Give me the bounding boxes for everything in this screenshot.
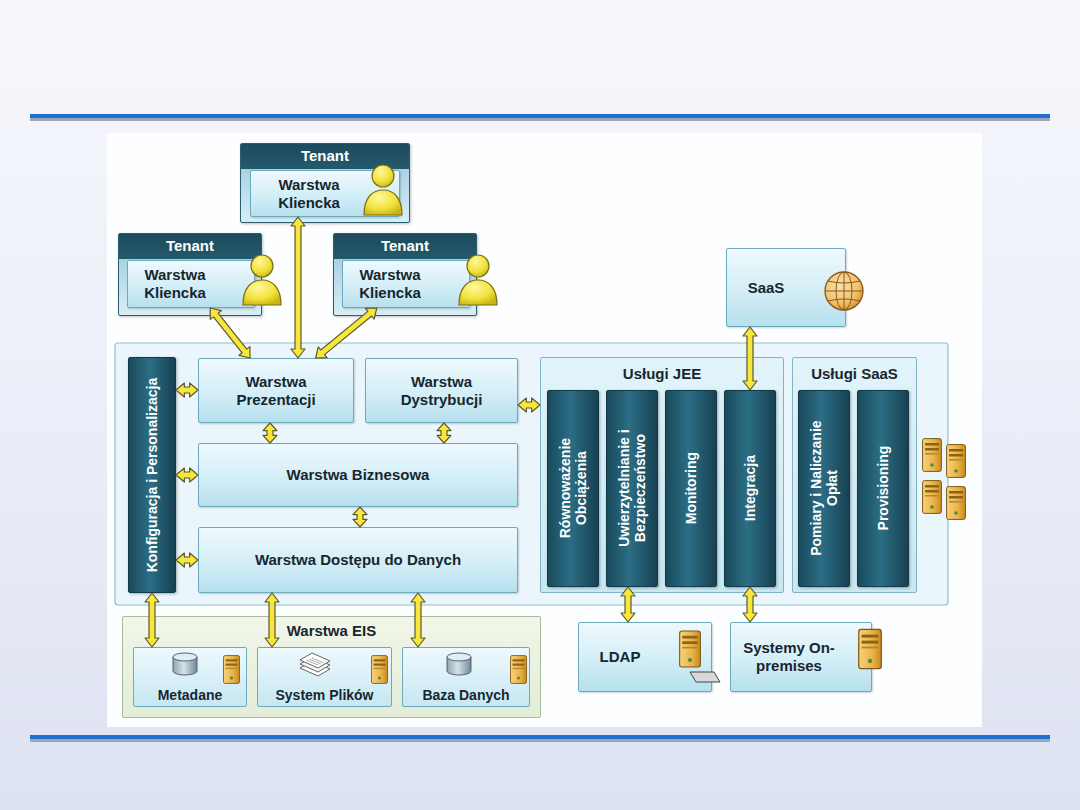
tenant-box: TenantWarstwa Kliencka — [333, 233, 477, 316]
node-label: Tenant — [119, 234, 261, 258]
node-label: Provisioning — [875, 407, 891, 570]
server-icon — [923, 481, 942, 514]
external-system-box: Systemy On-premises — [730, 622, 872, 692]
client-layer-box: Warstwa Kliencka — [250, 170, 400, 217]
client-layer-box: Warstwa Kliencka — [342, 260, 470, 308]
node-label: Tenant — [334, 234, 476, 258]
node-label: LDAP — [600, 648, 641, 666]
storage-box: Metadane — [133, 647, 247, 707]
node-label: Równoważenie Obciążenia — [557, 407, 589, 570]
server-icon — [923, 439, 942, 472]
eis-layer-panel: Warstwa EIS Metadane System Plików Baza Dan… — [122, 616, 541, 718]
node-label: Warstwa Kliencka — [130, 266, 220, 302]
node-label: Konfiguracja i Personalizacja — [144, 374, 160, 576]
double-arrow — [518, 398, 540, 412]
bottom-rule — [30, 735, 1050, 739]
service-group: Usługi JEE Równoważenie Obciążenia Uwierzy… — [540, 357, 784, 593]
double-arrow — [176, 553, 198, 567]
diagram-panel — [107, 133, 982, 727]
server-icon — [947, 487, 966, 520]
tenant-box: TenantWarstwa Kliencka — [240, 143, 410, 223]
node-label: Pomiary i Naliczanie Opłat — [808, 407, 840, 570]
service-column: Monitoring — [665, 390, 717, 587]
service-column: Uwierzytelnianie i Bezpieczeństwo — [606, 390, 658, 587]
node-label: Uwierzytelnianie i Bezpieczeństwo — [616, 407, 648, 570]
layer-box: Warstwa Dostępu do Danych — [198, 527, 518, 593]
service-column: Provisioning — [857, 390, 909, 587]
node-label: Systemy On-premises — [735, 639, 843, 675]
top-rule — [30, 114, 1050, 118]
rule-shadow — [30, 739, 1050, 742]
platform-panel — [115, 343, 948, 605]
node-label: SaaS — [748, 279, 785, 297]
node-label: Monitoring — [683, 407, 699, 570]
double-arrow — [437, 423, 451, 443]
double-arrow — [176, 383, 198, 397]
service-column: Integracja — [724, 390, 776, 587]
external-system-box: SaaS — [726, 248, 846, 327]
double-arrow — [263, 423, 277, 443]
node-label: Warstwa Dystrybucji — [386, 373, 498, 409]
layer-box: Warstwa Dystrybucji — [365, 358, 518, 423]
node-label: Warstwa Biznesowa — [287, 466, 430, 484]
double-arrow — [353, 507, 367, 527]
server-icon — [947, 445, 966, 478]
client-layer-box: Warstwa Kliencka — [127, 260, 255, 308]
node-label: Warstwa Kliencka — [345, 266, 435, 302]
node-label: Usługi SaaS — [793, 358, 916, 383]
layer-box: Warstwa Prezentacji — [198, 358, 354, 423]
external-system-box: LDAP — [578, 622, 712, 692]
node-label: Tenant — [241, 144, 409, 168]
service-column: Pomiary i Naliczanie Opłat — [798, 390, 850, 587]
storage-box: System Plików — [257, 647, 392, 707]
layer-box: Warstwa Biznesowa — [198, 443, 518, 507]
node-label: Warstwa Dostępu do Danych — [255, 551, 461, 569]
node-label: Usługi JEE — [541, 358, 783, 383]
tenant-box: TenantWarstwa Kliencka — [118, 233, 262, 316]
service-column: Konfiguracja i Personalizacja — [128, 357, 176, 593]
node-label: Integracja — [742, 407, 758, 570]
node-label: Metadane — [158, 687, 223, 704]
node-label: Warstwa EIS — [123, 617, 540, 640]
storage-box: Baza Danych — [402, 647, 530, 707]
node-label: System Plików — [275, 687, 373, 704]
double-arrow — [291, 217, 305, 358]
node-label: Warstwa Kliencka — [264, 176, 354, 212]
service-column: Równoważenie Obciążenia — [547, 390, 599, 587]
node-label: Baza Danych — [422, 687, 509, 704]
node-label: Warstwa Prezentacji — [220, 373, 332, 409]
service-group: Usługi SaaS Pomiary i Naliczanie Opłat Pro… — [792, 357, 917, 593]
double-arrow — [176, 468, 198, 482]
rule-shadow — [30, 118, 1050, 121]
